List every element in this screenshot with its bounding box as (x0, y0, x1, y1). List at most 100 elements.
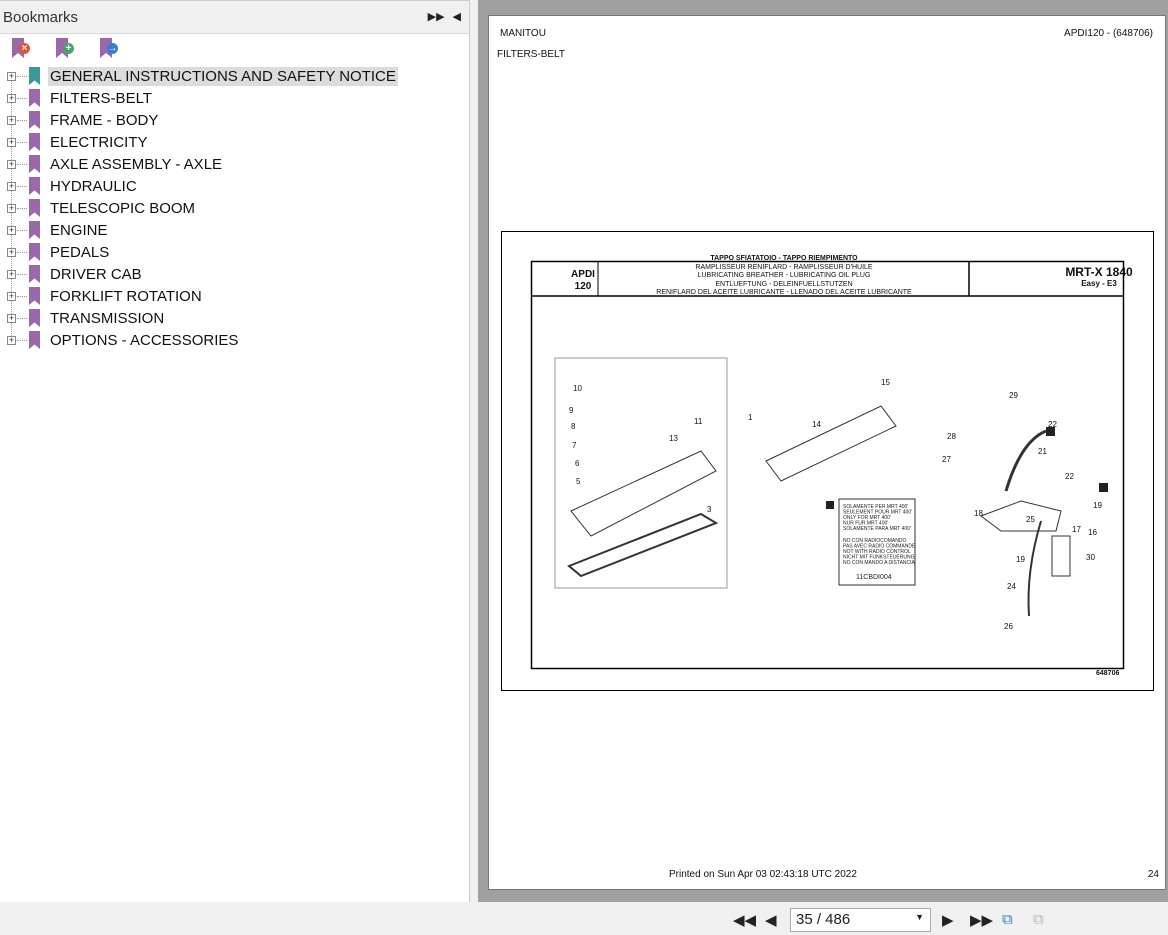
bookmark-label: FILTERS-BELT (50, 89, 152, 107)
expand-icon[interactable]: + (7, 290, 16, 301)
bookmark-icon (29, 331, 40, 349)
printed-date: Printed on Sun Apr 03 02:43:18 UTC 2022 (669, 869, 857, 880)
bookmark-item[interactable]: + ELECTRICITY (0, 131, 470, 153)
expand-icon[interactable]: + (7, 180, 16, 191)
callout-label: 21 (1038, 447, 1047, 456)
bookmarks-toolbar: × + → (0, 34, 469, 62)
bookmark-icon (29, 243, 40, 261)
expand-icon[interactable]: + (7, 136, 16, 147)
expand-icon[interactable]: + (7, 202, 16, 213)
bookmark-item[interactable]: +OPTIONS - ACCESSORIES (0, 329, 470, 351)
note-radio-line: NO CON RADIOCOMANDO (843, 538, 906, 544)
bookmark-item[interactable]: + GENERAL INSTRUCTIONS AND SAFETY NOTICE (0, 65, 470, 87)
callout-label: 18 (974, 509, 983, 518)
bookmark-item[interactable]: +FRAME - BODY (0, 109, 470, 131)
title-it: TAPPO SFIATATOIO - TAPPO RIEMPIMENTO (710, 255, 858, 262)
bookmark-item[interactable]: + FILTERS-BELT (0, 87, 470, 109)
page-selector[interactable]: 35 / 486 ▼ (790, 908, 931, 932)
expand-icon[interactable]: + (7, 268, 16, 279)
callout-label: 11 (694, 417, 703, 426)
tree-connector (17, 119, 27, 121)
goto-bookmark-icon[interactable]: → (98, 37, 120, 59)
note-radio-line: NOT WITH RADIO CONTROL (843, 549, 911, 555)
bookmark-icon (29, 265, 40, 283)
bookmark-item[interactable]: +TRANSMISSION (0, 307, 470, 329)
callout-label: 13 (669, 434, 678, 443)
tree-connector (17, 97, 27, 99)
note-only-line: NUR FUR MRT 400' (843, 521, 888, 527)
callout-label: 14 (812, 420, 821, 429)
bookmark-icon (29, 133, 40, 151)
sheet-titles: TAPPO SFIATATOIO - TAPPO RIEMPIMENTO RAM… (599, 255, 969, 298)
expand-icon[interactable]: + (7, 334, 16, 345)
parts-diagram: SOLAMENTE PER MRT 400'SEULEMENT POUR MRT… (501, 231, 1154, 691)
pdf-page: MANITOU APDI120 - (648706) FILTERS-BELT … (488, 15, 1166, 890)
tree-connector (17, 251, 27, 253)
bookmark-icon (29, 287, 40, 305)
next-page-icon[interactable]: ▶ (942, 912, 954, 929)
last-page-icon[interactable]: ▶▶ (970, 912, 994, 929)
note-radio-line: NICHT MIT FUNKSTEUERUNG (843, 555, 915, 561)
bookmark-label: FORKLIFT ROTATION (50, 287, 202, 305)
title-de: ENTLUEFTUNG - DELEINFUELLSTUTZEN (715, 280, 853, 288)
current-page: 35 / 486 (796, 911, 851, 928)
bookmark-item[interactable]: + FORKLIFT ROTATION (0, 285, 470, 307)
callout-label: 22 (1048, 420, 1057, 429)
previous-view-icon[interactable]: ⧉ (1002, 911, 1013, 928)
add-bookmark-icon[interactable]: + (54, 37, 76, 59)
expand-icon[interactable]: + (7, 92, 16, 103)
bookmark-item[interactable]: + DRIVER CAB (0, 263, 470, 285)
callout-label: 25 (1026, 515, 1035, 524)
callout-label: 16 (1088, 528, 1097, 537)
note-radio-line: NO CON MANDO A DISTANCIA (843, 560, 916, 566)
callout-label: 27 (942, 455, 951, 464)
title-en: LUBRICATING BREATHER - LUBRICATING OIL P… (697, 272, 871, 280)
bookmark-label: DRIVER CAB (50, 265, 142, 283)
callout-label: 3 (707, 505, 712, 514)
bookmark-icon (29, 309, 40, 327)
tree-connector (17, 141, 27, 143)
bookmark-label: ELECTRICITY (50, 133, 148, 151)
title-fr: RAMPLISSEUR RENIFLARD - RAMPLISSEUR D'HU… (695, 263, 873, 271)
bookmark-icon (29, 67, 40, 85)
expand-icon[interactable]: + (7, 70, 16, 81)
bookmark-item[interactable]: +ENGINE (0, 219, 470, 241)
bookmark-label: HYDRAULIC (50, 177, 137, 195)
section-title: FILTERS-BELT (497, 49, 565, 60)
bookmark-label: PEDALS (50, 243, 110, 261)
bookmarks-title: Bookmarks (3, 8, 79, 26)
tree-connector (17, 295, 27, 297)
expand-panel-icon[interactable]: ▶▶ (427, 11, 445, 23)
expand-icon[interactable]: + (7, 246, 16, 257)
chevron-down-icon: ▼ (915, 912, 924, 922)
previous-page-icon[interactable]: ◀ (765, 912, 777, 929)
bookmark-item[interactable]: + TELESCOPIC BOOM (0, 197, 470, 219)
bookmark-item[interactable]: + HYDRAULIC (0, 175, 470, 197)
tree-connector (17, 339, 27, 341)
expand-icon[interactable]: + (7, 312, 16, 323)
tree-connector (17, 207, 27, 209)
bookmark-label: GENERAL INSTRUCTIONS AND SAFETY NOTICE (48, 66, 398, 86)
bookmarks-header: Bookmarks ▶▶ ◀ (0, 0, 469, 34)
callout-label: 15 (881, 378, 890, 387)
variant: Easy - E3 (1081, 279, 1117, 288)
bookmark-tree: +GENERAL INSTRUCTIONS AND SAFETY NOTICE+… (0, 65, 470, 351)
callout-label: 1 (748, 413, 753, 422)
collapse-panel-icon[interactable]: ◀ (452, 11, 461, 23)
bookmarks-panel: Bookmarks ▶▶ ◀ × + → + GENERAL INSTRUCTION… (0, 0, 470, 902)
bookmark-item[interactable]: +AXLE ASSEMBLY - AXLE (0, 153, 470, 175)
panel-splitter[interactable] (471, 0, 478, 902)
first-page-icon[interactable]: ◀◀ (733, 912, 757, 929)
expand-icon[interactable]: + (7, 224, 16, 235)
expand-icon[interactable]: + (7, 114, 16, 125)
expand-icon[interactable]: + (7, 158, 16, 169)
next-view-icon[interactable]: ⧉ (1033, 911, 1044, 928)
callout-label: 28 (947, 432, 956, 441)
bookmark-label: TELESCOPIC BOOM (50, 199, 196, 217)
tree-connector (17, 273, 27, 275)
callout-label: 6 (575, 459, 580, 468)
delete-bookmark-icon[interactable]: × (10, 37, 32, 59)
callout-label: 24 (1007, 582, 1016, 591)
bookmark-item[interactable]: + PEDALS (0, 241, 470, 263)
